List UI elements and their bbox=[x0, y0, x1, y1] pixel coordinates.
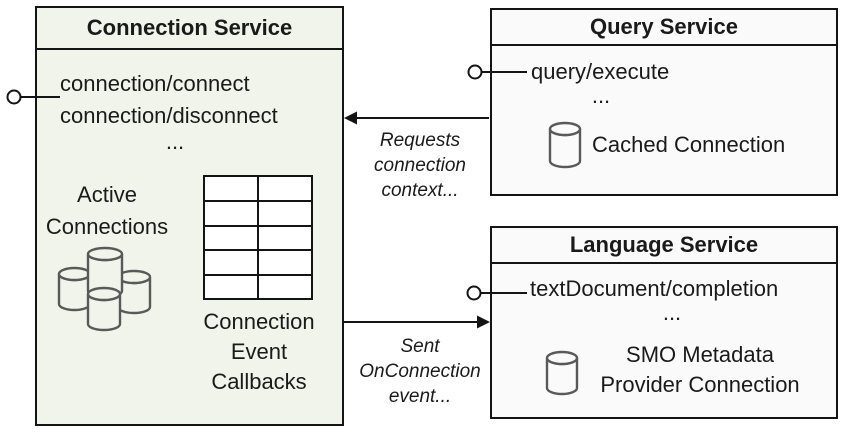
connection-service-box: Connection Service connection/connect co… bbox=[35, 6, 344, 426]
requests-label-line3: context... bbox=[381, 180, 459, 201]
query-service-header: Query Service bbox=[492, 10, 836, 46]
database-cylinder-right bbox=[116, 269, 152, 315]
active-connections-label-line1: Active bbox=[77, 182, 137, 207]
query-service-box: Query Service query/execute ... Cached C… bbox=[490, 8, 838, 196]
database-icon bbox=[545, 350, 579, 396]
database-cylinder bbox=[545, 350, 579, 396]
method-query-execute: query/execute bbox=[531, 59, 670, 84]
database-cylinder-bottom bbox=[86, 286, 122, 332]
sent-label-line3: event... bbox=[388, 386, 452, 407]
cached-connection-label: Cached Connection bbox=[592, 132, 786, 157]
language-methods-ellipsis: ... bbox=[662, 300, 682, 325]
connection-methods-ellipsis: ... bbox=[165, 129, 185, 154]
method-connection-disconnect: connection/disconnect bbox=[60, 103, 278, 128]
method-textdocument-completion: textDocument/completion bbox=[530, 276, 779, 301]
callbacks-caption-line3: Callbacks bbox=[211, 369, 307, 394]
language-service-header: Language Service bbox=[492, 228, 836, 264]
table-grid-icon bbox=[203, 175, 313, 300]
smo-caption-line1: SMO Metadata bbox=[626, 342, 774, 367]
callbacks-caption: Connection Event Callbacks bbox=[184, 307, 334, 397]
connection-service-title: Connection Service bbox=[86, 15, 293, 40]
connection-service-header: Connection Service bbox=[37, 8, 342, 50]
smo-caption: SMO Metadata Provider Connection bbox=[580, 340, 820, 400]
arrowhead-left-icon bbox=[344, 111, 357, 125]
database-cylinder-top bbox=[86, 246, 124, 299]
sent-label-line1: Sent bbox=[400, 336, 440, 357]
requests-label-line2: connection bbox=[374, 155, 466, 176]
query-methods-ellipsis: ... bbox=[591, 83, 611, 108]
requests-connection-context-label: Requests connection context... bbox=[350, 128, 490, 203]
database-cylinder-left bbox=[57, 266, 92, 312]
arrowhead-right-icon bbox=[477, 315, 490, 329]
active-connections-label-line2: Connections bbox=[45, 214, 169, 239]
database-cylinder bbox=[548, 121, 582, 169]
requests-arrow bbox=[344, 111, 489, 125]
sent-arrow bbox=[344, 315, 490, 329]
sent-label-line2: OnConnection bbox=[359, 361, 481, 382]
sent-onconnection-event-label: Sent OnConnection event... bbox=[350, 334, 490, 409]
active-connections-label: Active Connections bbox=[37, 179, 177, 243]
method-connection-connect: connection/connect bbox=[60, 71, 250, 96]
callbacks-caption-line1: Connection bbox=[203, 309, 315, 334]
smo-caption-line2: Provider Connection bbox=[600, 372, 800, 397]
requests-label-line1: Requests bbox=[379, 130, 461, 151]
language-service-box: Language Service textDocument/completion… bbox=[490, 226, 838, 419]
query-service-title: Query Service bbox=[590, 14, 738, 39]
callbacks-caption-line2: Event bbox=[230, 339, 288, 364]
database-icon bbox=[548, 121, 582, 169]
language-service-title: Language Service bbox=[569, 232, 759, 257]
database-cluster-icon bbox=[57, 246, 152, 332]
